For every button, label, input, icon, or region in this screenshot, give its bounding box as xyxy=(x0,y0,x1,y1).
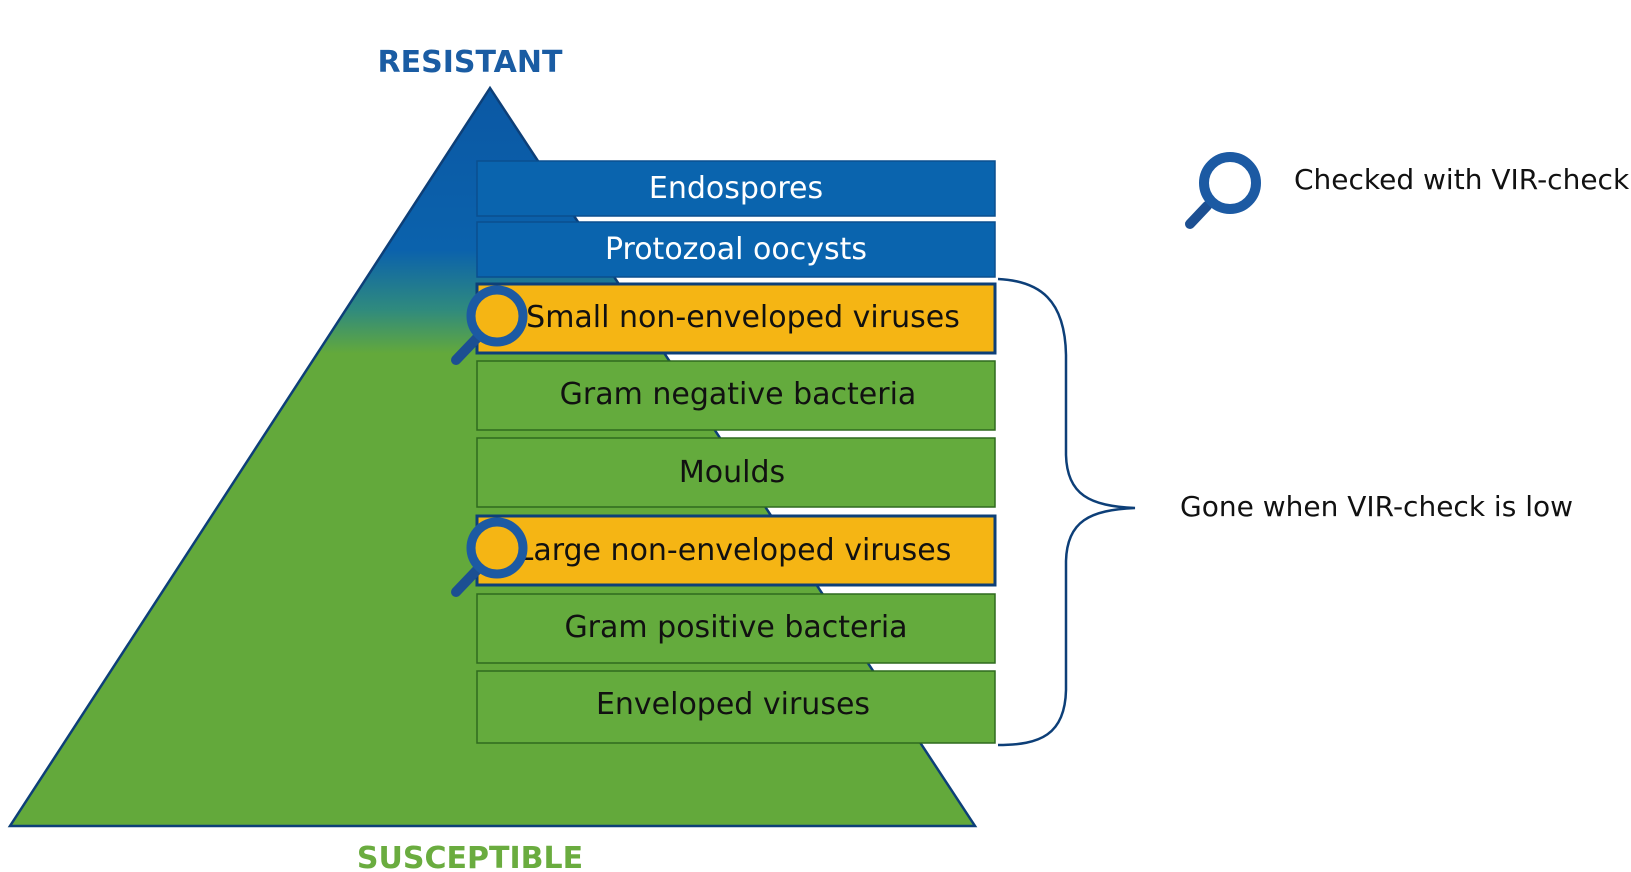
magnifier-icon xyxy=(1185,152,1261,229)
band-endospores: Endospores xyxy=(476,160,996,217)
band-label: Large non-enveloped viruses xyxy=(517,533,952,568)
band-stack: Endospores Protozoal oocysts Small non-e… xyxy=(475,160,997,744)
legend-label: Checked with VIR-check xyxy=(1294,163,1630,196)
curly-bracket xyxy=(997,277,1136,747)
band-label: Gram negative bacteria xyxy=(560,377,917,412)
band-label: Protozoal oocysts xyxy=(605,232,867,267)
legend: Checked with VIR-check xyxy=(1185,152,1630,229)
band-label: Endospores xyxy=(649,171,823,206)
magnifier-icon xyxy=(451,517,528,597)
susceptible-label: SUSCEPTIBLE xyxy=(357,841,583,872)
band-label: Small non-enveloped viruses xyxy=(526,300,960,335)
resistant-label: RESISTANT xyxy=(378,45,563,80)
band-label: Gram positive bacteria xyxy=(564,610,907,645)
magnifier-icon xyxy=(451,285,528,365)
band-large-non-enveloped-viruses: Large non-enveloped viruses xyxy=(475,514,997,587)
band-label: Enveloped viruses xyxy=(596,687,870,722)
band-enveloped-viruses: Enveloped viruses xyxy=(476,670,996,744)
bracket-label: Gone when VIR-check is low xyxy=(1180,490,1573,523)
band-gram-positive-bacteria: Gram positive bacteria xyxy=(476,593,996,664)
band-small-non-enveloped-viruses: Small non-enveloped viruses xyxy=(475,282,997,355)
band-label: Moulds xyxy=(679,455,785,490)
band-protozoal-oocysts: Protozoal oocysts xyxy=(476,221,996,278)
band-moulds: Moulds xyxy=(476,437,996,508)
band-gram-negative-bacteria: Gram negative bacteria xyxy=(476,360,996,431)
